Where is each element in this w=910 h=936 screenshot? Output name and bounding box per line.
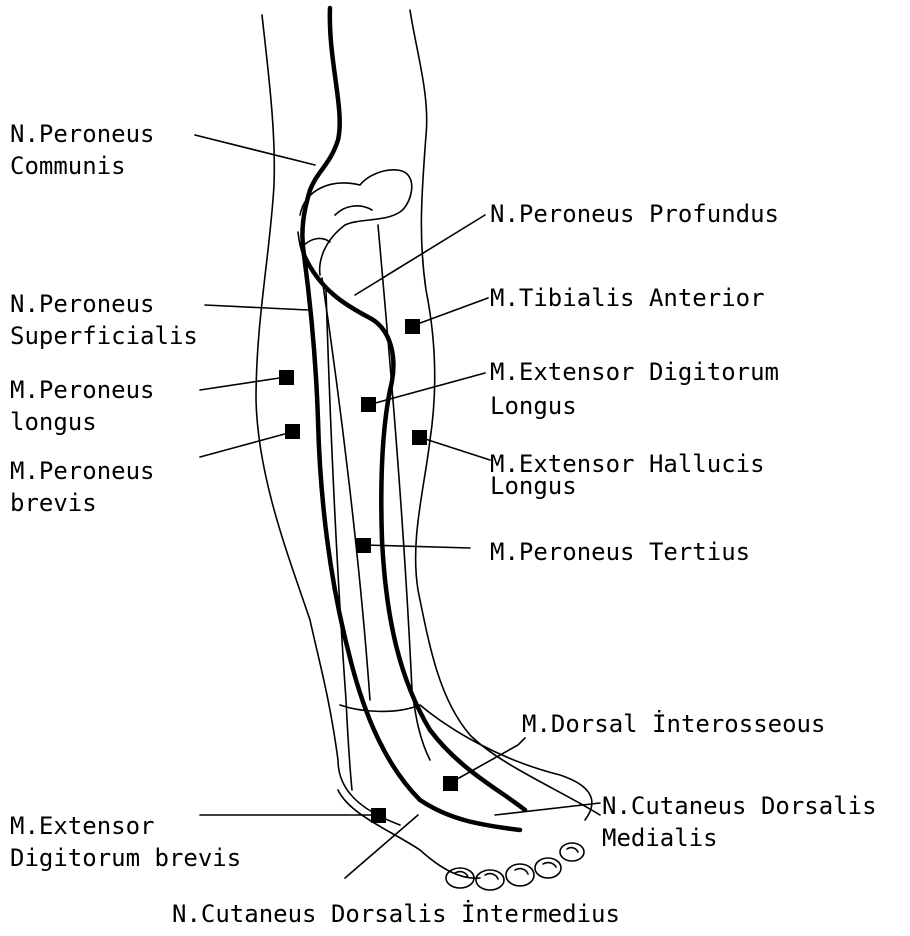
fibula-shaft — [326, 290, 352, 790]
marker-m-tibialis-anterior — [405, 319, 420, 334]
label-m-tibialis-anterior: M.Tibialis Anterior — [490, 282, 765, 314]
label-n-cutaneus-dorsalis-medialis-line1: N.Cutaneus Dorsalis — [602, 790, 877, 822]
label-m-extensor-digitorum-brevis-line1: M.Extensor — [10, 810, 155, 842]
label-n-peroneus-communis-line2: Communis — [10, 150, 126, 182]
marker-m-peroneus-longus — [279, 370, 294, 385]
marker-m-extensor-digitorum-brevis — [371, 808, 386, 823]
marker-m-peroneus-tertius — [356, 538, 371, 553]
label-m-peroneus-longus-line1: M.Peroneus — [10, 374, 155, 406]
label-m-extensor-digitorum-longus-line2: Longus — [490, 390, 577, 422]
nerve-peroneus-profundus — [304, 255, 525, 810]
tibia-shaft — [322, 225, 430, 760]
leg-outline-lateral — [256, 15, 400, 825]
label-n-peroneus-communis-line1: N.Peroneus — [10, 118, 155, 150]
label-n-peroneus-superficialis-line2: Superficialis — [10, 320, 198, 352]
leader-n-peroneus-superficialis — [205, 305, 308, 310]
leader-m-tibialis-anterior — [412, 298, 488, 326]
label-n-peroneus-superficialis-line1: N.Peroneus — [10, 288, 155, 320]
marker-m-dorsal-interosseous — [443, 776, 458, 791]
marker-m-extensor-hallucis-longus — [412, 430, 427, 445]
leader-m-peroneus-longus — [200, 377, 286, 390]
toe-3 — [506, 864, 534, 886]
label-n-cutaneus-dorsalis-medialis-line2: Medialis — [602, 822, 718, 854]
leader-m-extensor-digitorum-longus — [368, 373, 485, 405]
leader-n-cutaneus-dorsalis-intermedius — [345, 815, 418, 878]
label-m-peroneus-longus-line2: longus — [10, 406, 97, 438]
leader-m-peroneus-brevis — [200, 432, 292, 457]
leader-n-cutaneus-dorsalis-medialis — [495, 803, 600, 815]
marker-m-peroneus-brevis — [285, 424, 300, 439]
label-n-peroneus-profundus: N.Peroneus Profundus — [490, 198, 779, 230]
toe-4 — [535, 858, 561, 878]
tibia-head — [300, 170, 412, 275]
nerve-peroneus-communis — [302, 8, 339, 255]
label-m-dorsal-interosseous: M.Dorsal İnterosseous — [522, 708, 825, 740]
label-m-extensor-digitorum-longus-line1: M.Extensor Digitorum — [490, 356, 779, 388]
leader-m-peroneus-tertius — [364, 545, 470, 548]
label-m-peroneus-brevis-line2: brevis — [10, 487, 97, 519]
label-m-extensor-digitorum-brevis-line2: Digitorum brevis — [10, 842, 241, 874]
label-m-peroneus-tertius: M.Peroneus Tertius — [490, 536, 750, 568]
label-m-extensor-hallucis-longus-line2: Longus — [490, 470, 577, 502]
toe-5 — [560, 843, 584, 861]
leader-n-peroneus-profundus — [355, 215, 485, 295]
leader-n-peroneus-communis — [195, 135, 315, 165]
marker-m-extensor-digitorum-longus — [361, 397, 376, 412]
label-m-peroneus-brevis-line1: M.Peroneus — [10, 455, 155, 487]
patella-curve — [335, 206, 372, 215]
label-n-cutaneus-dorsalis-intermedius: N.Cutaneus Dorsalis İntermedius — [172, 898, 620, 930]
